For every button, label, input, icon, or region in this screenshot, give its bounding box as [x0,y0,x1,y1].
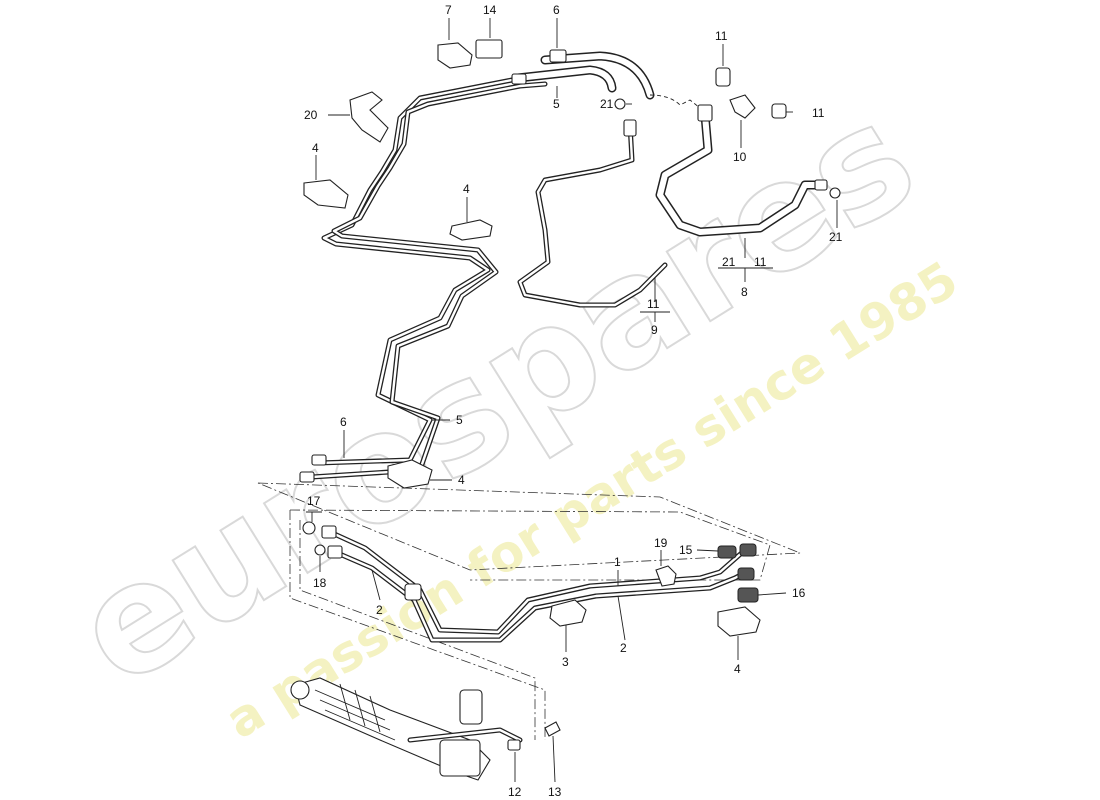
part-4c-clip [387,459,433,489]
line-5-fitting-top [511,73,527,85]
callout-4-a: 4 [312,141,319,155]
callout-21-right: 21 [829,230,843,244]
part-3-clip [549,599,587,627]
part-16-plug [737,587,759,603]
line-6-fitting-top [549,49,567,63]
line-6-fitting-bottom [311,454,327,466]
line-8-fitting [697,104,713,122]
callout-11-line9: 11 [647,297,660,311]
callout-8: 8 [741,285,748,299]
callout-14: 14 [483,3,497,17]
line-5-fitting-bottom [299,471,315,483]
callout-7: 7 [445,3,452,17]
part-4a-clip [303,179,349,209]
part-14-clip [475,39,503,59]
upper-frame [257,482,801,571]
steering-rack [290,677,523,781]
part-4d-clip [717,606,761,637]
line-1-fitting [321,525,337,539]
callout-6-top: 6 [553,3,560,17]
callout-17: 17 [307,494,321,508]
watermark: eurospares a passion for parts since 198… [46,69,968,750]
part-10-bracket [729,94,756,119]
leader-lines [306,18,838,783]
callout-11-line8: 11 [754,255,767,269]
part-20-plate [349,91,389,143]
callout-11-side: 11 [812,106,825,120]
callout-4-d: 4 [734,662,741,676]
callout-11-top: 11 [715,29,728,43]
line-2-fitting [327,545,343,559]
part-4b-clip [449,219,493,241]
part-15-plug [717,545,737,559]
callout-19: 19 [654,536,668,550]
lower-lines [321,525,757,643]
part-13-bolt [544,721,561,737]
callouts: 7 14 6 5 21 11 11 10 20 4 4 21 21 11 8 1… [304,3,843,799]
callout-4-b: 4 [463,182,470,196]
callout-6-bottom: 6 [340,415,347,429]
part-18-seal [314,544,326,556]
callout-21-line8: 21 [722,255,736,269]
part-12-nut [507,739,521,751]
callout-12: 12 [508,785,522,799]
callout-9: 9 [651,323,658,337]
part-11-cap-side [771,103,787,119]
callout-18: 18 [313,576,327,590]
callout-15: 15 [679,543,693,557]
part-19-clip [655,565,677,587]
small-parts [302,39,841,751]
line-2-end [737,567,755,581]
line-8-end [814,179,828,191]
part-17-seal [302,521,316,535]
lower-frame [289,510,546,740]
callout-20: 20 [304,108,318,122]
callout-10: 10 [733,150,747,164]
lower-frame-2 [299,520,536,740]
part-7-bracket [437,42,473,69]
part-21-ring-a [614,98,626,110]
line-1-end [739,543,757,557]
part-11-cap-top [715,67,731,87]
line-2-collar [404,583,422,601]
callout-16: 16 [792,586,806,600]
line-9-fitting [623,119,637,137]
callout-2-right: 2 [620,641,627,655]
callout-13: 13 [548,785,562,799]
line-8 [649,94,828,237]
callout-5-bottom: 5 [456,413,463,427]
line-9 [517,119,668,308]
callout-2-left: 2 [376,603,383,617]
callout-5-top: 5 [553,97,560,111]
callout-21-top: 21 [600,97,614,111]
callout-1: 1 [614,555,621,569]
part-21-ring-b [829,187,841,199]
callout-4-c: 4 [458,473,465,487]
main-lines [299,49,655,483]
callout-3: 3 [562,655,569,669]
